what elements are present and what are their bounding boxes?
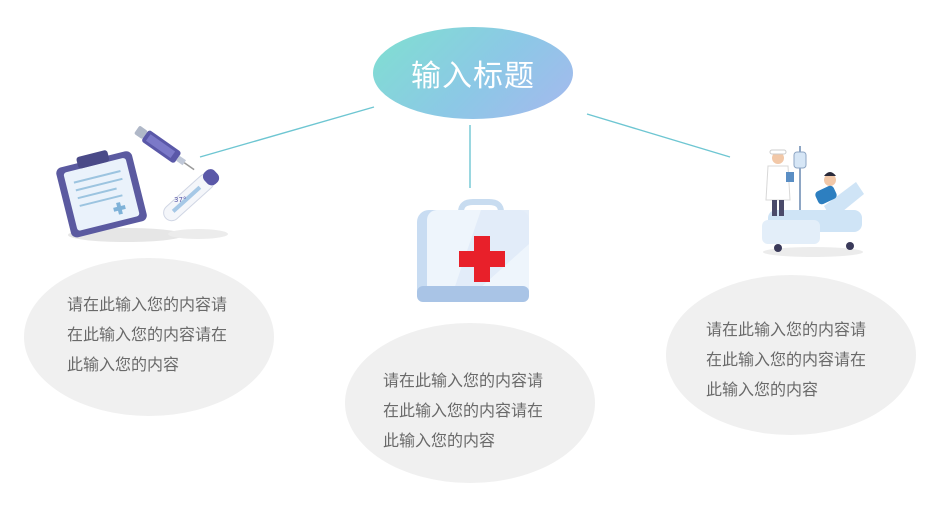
connector-right <box>586 113 731 158</box>
first-aid-kit-icon <box>417 199 529 302</box>
bubble-left-text: 请在此输入您的内容请 在此输入您的内容请在 此输入您的内容 <box>67 295 228 374</box>
bubble-right <box>666 275 916 435</box>
bubble-middle <box>345 323 595 483</box>
connector-left <box>199 106 375 158</box>
bubble-left <box>24 258 274 416</box>
bubble-right-text: 请在此输入您的内容请 在此输入您的内容请在 此输入您的内容 <box>706 320 867 399</box>
clipboard-syringe-icon: 37° <box>56 126 228 242</box>
thermometer-label: 37° <box>174 196 186 204</box>
title-text: 输入标题 <box>411 59 535 94</box>
title-node: 输入标题 <box>373 27 573 119</box>
hospital-bed-icon <box>762 146 864 257</box>
bubble-middle-text: 请在此输入您的内容请 在此输入您的内容请在 此输入您的内容 <box>383 371 544 450</box>
